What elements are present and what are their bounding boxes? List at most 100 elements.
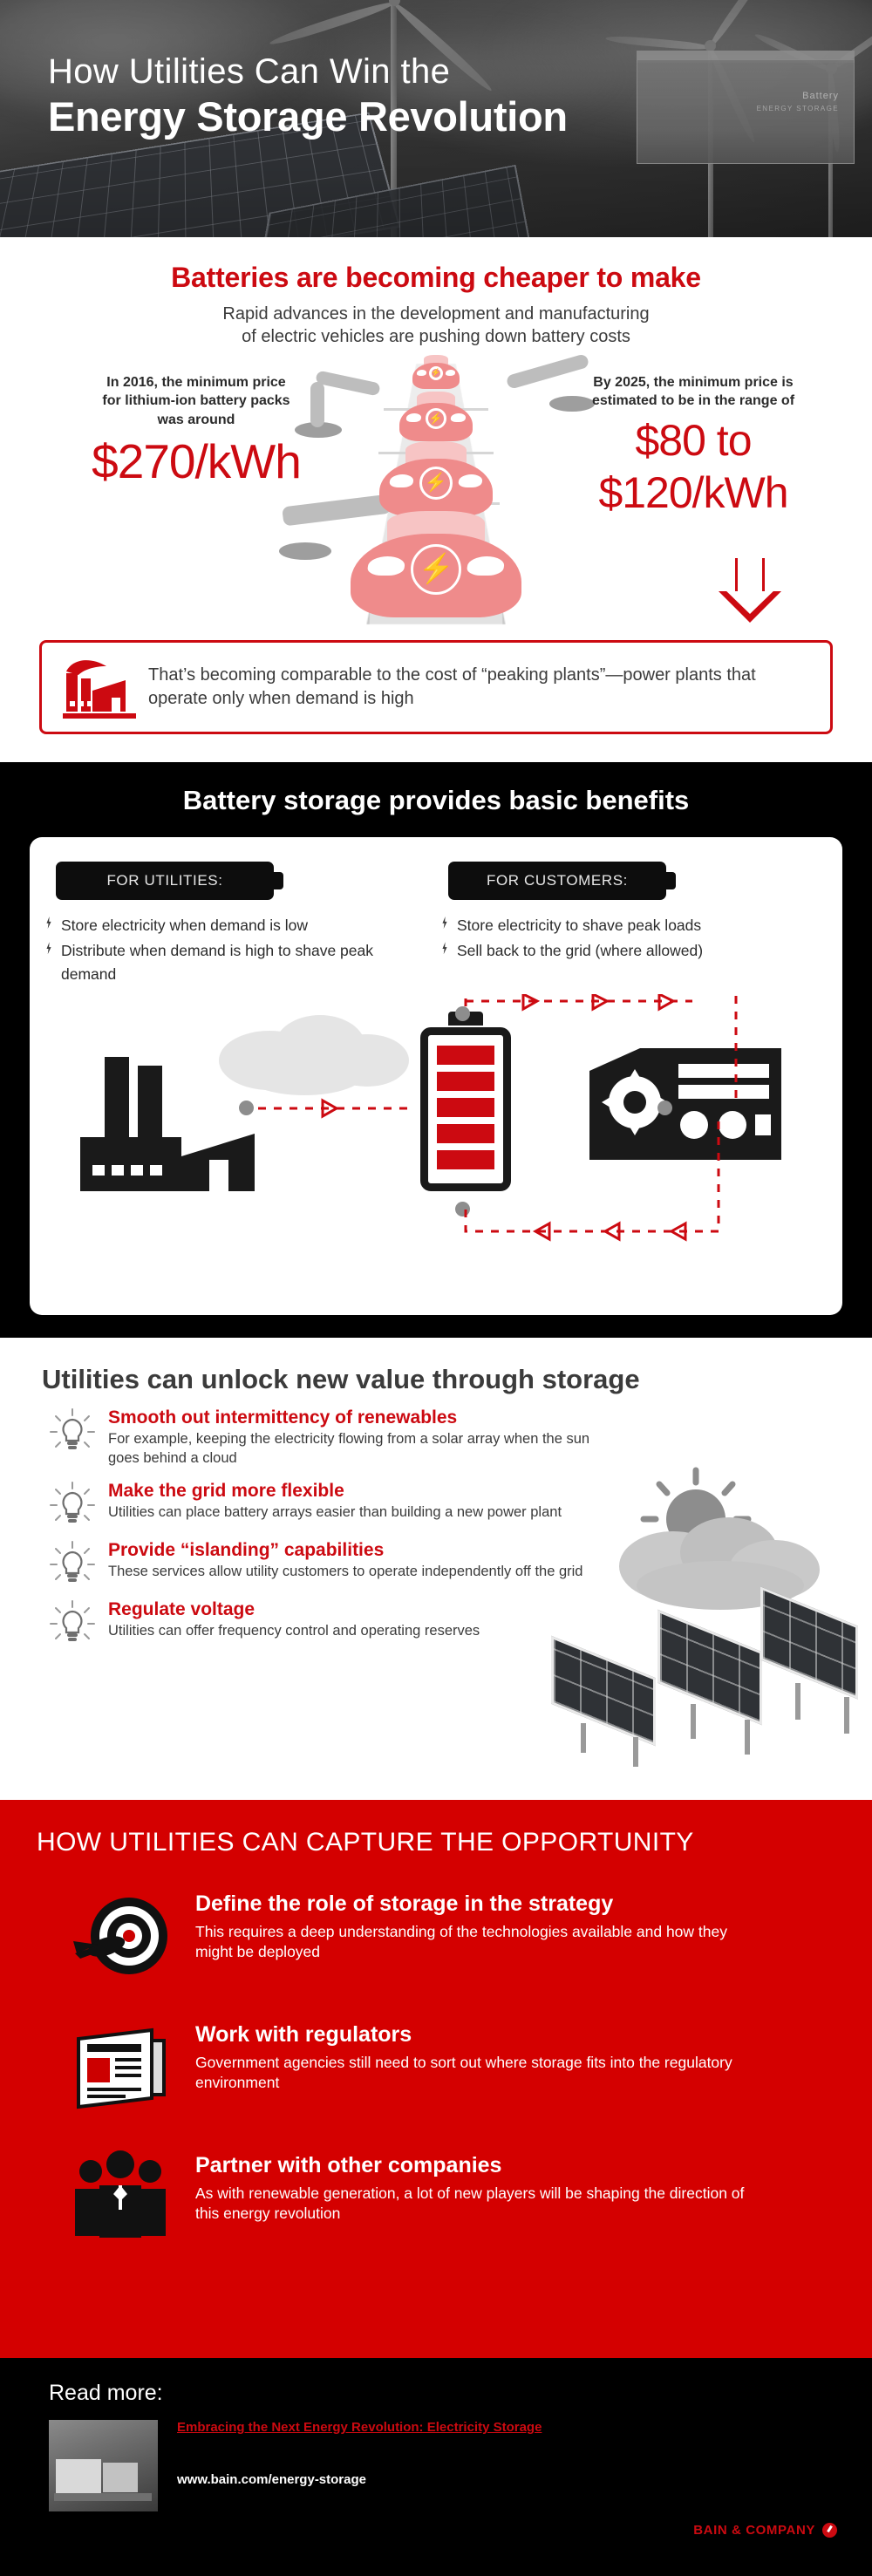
newspaper-icon [68,2014,173,2119]
hero-title-block: How Utilities Can Win the Energy Storage… [48,52,568,140]
connector-dot [239,1101,254,1115]
robot-arm [310,381,324,427]
target-dart-icon [68,1884,173,1988]
unlock-item: Regulate voltage Utilities can offer fre… [49,1599,607,1646]
subheading-line2: of electric vehicles are pushing down ba… [242,327,630,347]
opportunity-item: Partner with other companies As with ren… [68,2145,800,2250]
solar-panels-illustration [546,1586,860,1793]
bain-mark-icon [822,2523,837,2538]
opportunity-item-title: Define the role of storage in the strate… [195,1891,614,1916]
down-arrow-icon [719,557,781,623]
lightbulb-icon [49,1407,96,1455]
unlock-item-title: Make the grid more flexible [108,1480,344,1501]
list-item: Sell back to the grid (where allowed) [439,939,841,962]
panel-leg [633,1737,638,1767]
price-2025-value-line2: $120/kWh [598,468,788,518]
list-item-text: Distribute when demand is high to shave … [61,942,373,983]
unlock-item-body: For example, keeping the electricity flo… [108,1431,590,1466]
bolt-bullet-icon [46,917,51,929]
subheading-line1: Rapid advances in the development and ma… [222,304,650,324]
price-2016-caption: In 2016, the minimum price for lithium-i… [52,373,340,430]
section-heading: Batteries are becoming cheaper to make [171,262,701,293]
robot-arm-base [549,395,595,412]
battery-icon [420,1027,511,1191]
hero-title-line2: Energy Storage Revolution [48,93,568,140]
panel-leg [581,1723,586,1753]
people-group-icon [68,2145,173,2250]
smoke-cloud-icon [219,1015,409,1095]
unlock-item-body: These services allow utility customers t… [108,1563,583,1579]
opportunity-item-body: Government agencies still need to sort o… [195,2053,732,2091]
article-link[interactable]: Embracing the Next Energy Revolution: El… [177,2420,542,2435]
footer: Read more: Embracing the Next Energy Rev… [0,2358,872,2576]
price-2016-block: In 2016, the minimum price for lithium-i… [52,373,340,487]
list-item-text: Store electricity to shave peak loads [457,917,702,934]
unlock-item-body: Utilities can offer frequency control an… [108,1622,480,1639]
electric-car-icon: ⚡ [379,440,493,516]
for-customers-badge: FOR CUSTOMERS: [448,862,676,900]
hero-overlay [0,0,872,237]
caption-line1: By 2025, the minimum price is [593,374,794,390]
opportunity-heading: HOW UTILITIES CAN CAPTURE THE OPPORTUNIT… [37,1828,694,1857]
section-battery-benefits: Battery storage provides basic benefits … [0,762,872,1338]
connector-dot [455,1006,470,1021]
hero-title-line1: How Utilities Can Win the [48,52,451,91]
power-plant-icon [80,1057,255,1191]
caption-line2: estimated to be in the range of [591,393,795,409]
caption-line1: In 2016, the minimum price [106,374,286,390]
section-batteries-cheaper: Batteries are becoming cheaper to make R… [0,237,872,762]
list-item-text: Store electricity when demand is low [61,917,309,934]
opportunity-item: Work with regulators Government agencies… [68,2014,800,2119]
electric-car-icon: ⚡ [412,354,460,389]
section-subheading: Rapid advances in the development and ma… [0,303,872,349]
article-url[interactable]: www.bain.com/energy-storage [177,2472,366,2487]
bain-company-logo: BAIN & COMPANY [693,2523,837,2538]
hero-banner: Battery ENERGY STORAGE How Utilities Can… [0,0,872,237]
price-2025-block: By 2025, the minimum price is estimated … [549,373,837,516]
list-item: Store electricity to shave peak loads [439,914,841,937]
callout-line2: plants”—power plants that operate only w… [148,665,756,708]
factory-icon [58,656,141,719]
utilities-benefit-list: Store electricity when demand is low Dis… [44,914,419,988]
opportunity-item-body: This requires a deep understanding of th… [195,1922,727,1960]
electric-car-icon: ⚡ [399,391,473,441]
panel-leg [745,1720,750,1755]
customers-benefit-list: Store electricity to shave peak loads Se… [439,914,841,965]
cloud-shape [0,0,331,131]
panel-leg [844,1697,849,1734]
building-label: Battery [802,91,839,101]
for-utilities-badge: FOR UTILITIES: [56,862,283,900]
unlock-item: Smooth out intermittency of renewables F… [49,1407,607,1469]
article-thumbnail [49,2420,158,2511]
unlock-item-title: Provide “islanding” capabilities [108,1539,385,1560]
footer-article-row: Embracing the Next Energy Revolution: El… [49,2420,872,2511]
unlock-item: Provide “islanding” capabilities These s… [49,1540,607,1587]
robot-arm-base [295,421,342,438]
generator-icon [589,1048,781,1160]
caption-line3: was around [157,412,235,427]
opportunity-item-title: Partner with other companies [195,2153,502,2177]
list-item: Distribute when demand is high to shave … [44,939,419,985]
unlock-item: Make the grid more flexible Utilities ca… [49,1481,607,1528]
lightbulb-icon [49,1599,96,1646]
callout-text: That’s becoming comparable to the cost o… [148,664,814,711]
solar-panel [551,1635,656,1747]
sun-behind-cloud-icon [619,1467,820,1610]
opportunity-item: Define the role of storage in the strate… [68,1884,800,1988]
price-2025-value-line1: $80 to [635,415,752,465]
peaking-plants-callout: That’s becoming comparable to the cost o… [39,640,833,734]
energy-flow-diagram [30,994,842,1256]
section-capture-opportunity: HOW UTILITIES CAN CAPTURE THE OPPORTUNIT… [0,1800,872,2358]
unlock-item-title: Regulate voltage [108,1598,255,1619]
ev-assembly-line-illustration: ⚡ ⚡ ⚡ [279,347,595,626]
panel-leg [795,1683,800,1720]
hero-background-photo: Battery ENERGY STORAGE [0,0,872,237]
list-item-text: Sell back to the grid (where allowed) [457,942,704,960]
callout-line1: That’s becoming comparable to the cost o… [148,665,548,685]
solar-panel [657,1609,762,1726]
unlock-item-body: Utilities can place battery arrays easie… [108,1503,562,1520]
price-comparison-row: ⚡ ⚡ ⚡ [0,352,872,626]
cloud-shape [262,17,628,131]
battery-building [637,59,855,164]
unlock-item-title: Smooth out intermittency of renewables [108,1407,458,1428]
